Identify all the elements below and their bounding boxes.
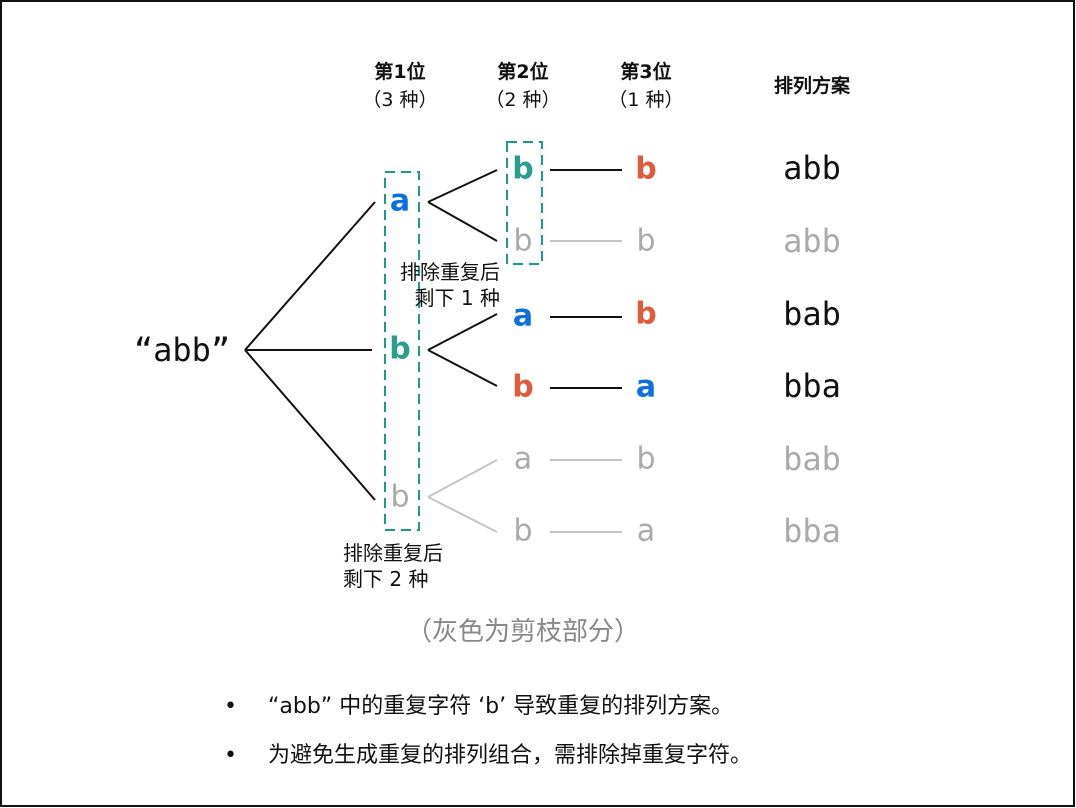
result-pruned: bab xyxy=(783,440,841,478)
result: bab xyxy=(783,295,841,333)
header-results: 排列方案 xyxy=(774,74,851,97)
node-l1-b-pruned: b xyxy=(390,480,409,515)
bullet-mark: • xyxy=(224,743,237,768)
bullet-text: “abb” 中的重复字符 ‘b’ 导致重复的排列方案。 xyxy=(268,694,733,719)
header-pos3: 第3位 xyxy=(620,60,671,83)
level1-dedup-box xyxy=(384,171,420,531)
node-l1-b: b xyxy=(389,332,410,367)
edge xyxy=(427,349,498,387)
edge xyxy=(244,349,376,501)
node-l3: a xyxy=(636,370,656,405)
node-l2: b xyxy=(512,370,533,405)
node-l2: a xyxy=(513,299,533,334)
node-l3: b xyxy=(635,297,656,332)
root-string: “abb” xyxy=(134,331,230,369)
header-pos2: 第2位 xyxy=(497,60,548,83)
result: abb xyxy=(783,149,841,187)
edge-pruned xyxy=(427,496,498,533)
note-l1-line2: 剩下 2 种 xyxy=(343,567,428,591)
node-l1-a: a xyxy=(390,184,410,219)
node-l2: b xyxy=(512,152,533,187)
bullet-text: 为避免生成重复的排列组合，需排除掉重复字符。 xyxy=(268,743,752,768)
node-l3-pruned: b xyxy=(636,442,655,477)
result-pruned: abb xyxy=(783,222,841,260)
node-l2-pruned: b xyxy=(513,224,532,259)
result-pruned: bba xyxy=(783,512,841,550)
node-l2-pruned: a xyxy=(514,442,532,477)
node-l3-pruned: b xyxy=(636,224,655,259)
node-l3: b xyxy=(635,152,656,187)
edge xyxy=(427,313,498,351)
node-l2-pruned: b xyxy=(513,514,532,549)
note-l1-line1: 排除重复后 xyxy=(343,541,443,565)
bullet-mark: • xyxy=(224,694,237,719)
edge-pruned xyxy=(427,459,498,498)
edge xyxy=(244,201,376,351)
note-l2-line2: 剩下 1 种 xyxy=(415,286,500,310)
header-pos3-count: （1 种） xyxy=(608,89,683,111)
header-pos2-count: （2 种） xyxy=(485,89,560,111)
caption: （灰色为剪枝部分） xyxy=(406,617,640,647)
edge xyxy=(427,169,498,203)
tree-edges xyxy=(244,169,622,533)
result: bba xyxy=(783,367,841,405)
header-pos1-count: （3 种） xyxy=(362,89,437,111)
level2-dedup-box xyxy=(506,141,543,265)
note-l2-line1: 排除重复后 xyxy=(400,260,500,284)
node-l3-pruned: a xyxy=(637,514,655,549)
header-pos1: 第1位 xyxy=(374,60,425,83)
edge xyxy=(427,201,498,242)
